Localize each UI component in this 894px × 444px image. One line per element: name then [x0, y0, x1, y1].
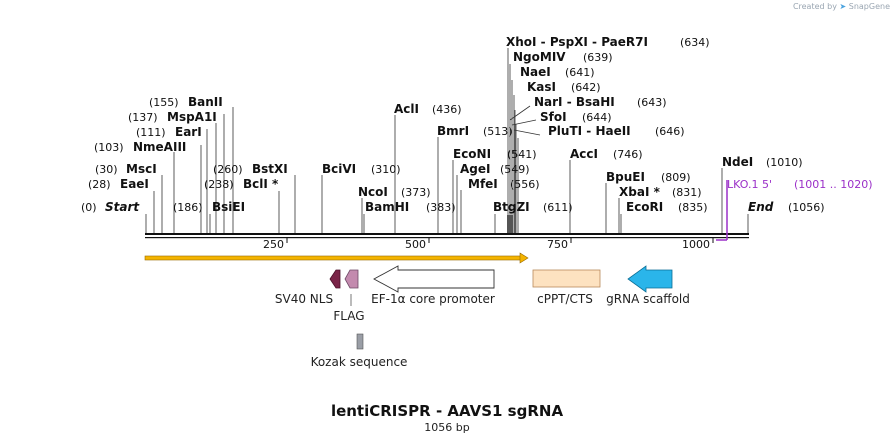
- orf-arrow: [144, 252, 529, 264]
- snapgene-logo-icon: ➤: [839, 2, 847, 11]
- site-name: XbaI *: [619, 185, 661, 199]
- site-pos: (28): [88, 178, 111, 191]
- site-pos: (639): [583, 51, 613, 64]
- site-name: SfoI: [540, 110, 567, 124]
- site-pos: (644): [582, 111, 612, 124]
- primer-label: LKO.1 5': [727, 178, 772, 191]
- site-name: NgoMIV: [513, 50, 566, 64]
- site-name: PluTI - HaeII: [548, 124, 631, 138]
- site-pos: (103): [94, 141, 124, 154]
- site-pos: (155): [149, 96, 179, 109]
- site-pos: (831): [672, 186, 702, 199]
- site-pos: (260): [213, 163, 243, 176]
- site-pos: (1056): [788, 201, 825, 214]
- watermark-brand: SnapGene: [848, 2, 890, 11]
- site-name: NmeAIII: [133, 140, 186, 154]
- ruler-label: 500: [405, 238, 426, 251]
- site-pos: (186): [173, 201, 203, 214]
- ruler: 250 500 750 1000: [263, 238, 714, 251]
- site-pos: (634): [680, 36, 710, 49]
- site-pos: (137): [128, 111, 158, 124]
- site-name: MspA1I: [167, 110, 217, 124]
- site-name: NaeI: [520, 65, 551, 79]
- cluster-marks: [507, 215, 513, 233]
- site-name: BsiEI: [212, 200, 245, 214]
- site-name: NcoI: [358, 185, 388, 199]
- sequence-length: 1056 bp: [424, 421, 470, 434]
- watermark-prefix: Created by: [792, 2, 837, 11]
- feature-label: cPPT/CTS: [537, 292, 593, 306]
- feature-label: FLAG: [333, 309, 364, 323]
- ruler-label: 750: [547, 238, 568, 251]
- site-pos: (513): [483, 125, 513, 138]
- site-pos: (373): [401, 186, 431, 199]
- feature-labels: SV40 NLS FLAG EF-1α core promoter cPPT/C…: [275, 292, 690, 369]
- feature-label: Kozak sequence: [311, 355, 408, 369]
- site-name: Start: [105, 200, 140, 214]
- site-name: BamHI: [365, 200, 409, 214]
- site-pos: (0): [81, 201, 97, 214]
- grna-scaffold-arrow: [627, 265, 673, 293]
- site-pos: (835): [678, 201, 708, 214]
- site-name: BciVI: [322, 162, 356, 176]
- site-name: AccI: [570, 147, 598, 161]
- site-name: BmrI: [437, 124, 469, 138]
- page-title: lentiCRISPR - AAVS1 sgRNA: [330, 402, 564, 420]
- site-pos: (436): [432, 103, 462, 116]
- site-pos: (541): [507, 148, 537, 161]
- site-name: BclI *: [243, 177, 279, 191]
- site-pos: (556): [510, 178, 540, 191]
- site-name: EaeI: [120, 177, 149, 191]
- site-pos: (642): [571, 81, 601, 94]
- site-name: EcoNI: [453, 147, 491, 161]
- site-pos: (549): [500, 163, 530, 176]
- feature-label: EF-1α core promoter: [371, 292, 495, 306]
- site-pos: (641): [565, 66, 595, 79]
- flag-arrow: [344, 269, 359, 289]
- site-pos: (809): [661, 171, 691, 184]
- ef1a-promoter-arrow: [373, 265, 495, 293]
- site-pos: (646): [655, 125, 685, 138]
- ruler-label: 1000: [682, 238, 710, 251]
- backbone: [145, 233, 749, 239]
- site-name: BtgZI: [493, 200, 530, 214]
- site-pos: (746): [613, 148, 643, 161]
- site-pos: (238): [204, 178, 234, 191]
- site-name: EcoRI: [626, 200, 663, 214]
- site-name: BanII: [188, 95, 223, 109]
- site-pos: (643): [637, 96, 667, 109]
- feature-label: SV40 NLS: [275, 292, 333, 306]
- site-name: MscI: [126, 162, 157, 176]
- site-pos: (310): [371, 163, 401, 176]
- site-name: AgeI: [460, 162, 490, 176]
- site-pos: (1010): [766, 156, 803, 169]
- site-pos: (611): [543, 201, 573, 214]
- ruler-label: 250: [263, 238, 284, 251]
- site-name: End: [748, 200, 774, 214]
- site-name: MfeI: [468, 177, 498, 191]
- feature-shapes: [329, 265, 673, 350]
- site-connectors: [145, 48, 749, 233]
- site-name: NarI - BsaHI: [534, 95, 615, 109]
- site-labels: (0) Start (28) EaeI (30) MscI (103) NmeA…: [81, 35, 825, 214]
- kozak-box: [356, 333, 364, 350]
- site-pos: (30): [95, 163, 118, 176]
- sv40-nls-arrow: [329, 269, 341, 289]
- site-pos: (383): [426, 201, 456, 214]
- site-name: XhoI - PspXI - PaeR7I: [506, 35, 648, 49]
- site-name: EarI: [175, 125, 202, 139]
- site-name: BpuEI: [606, 170, 645, 184]
- site-name: BstXI: [252, 162, 288, 176]
- primer-range: (1001 .. 1020): [794, 178, 873, 191]
- site-name: KasI: [527, 80, 556, 94]
- site-pos: (111): [136, 126, 166, 139]
- cppt-cts-box: [532, 269, 601, 288]
- primer-marker: [716, 180, 728, 241]
- site-name: NdeI: [722, 155, 753, 169]
- snapgene-watermark: Created by ➤ SnapGene: [793, 2, 890, 11]
- site-name: AclI: [394, 102, 419, 116]
- feature-label: gRNA scaffold: [606, 292, 690, 306]
